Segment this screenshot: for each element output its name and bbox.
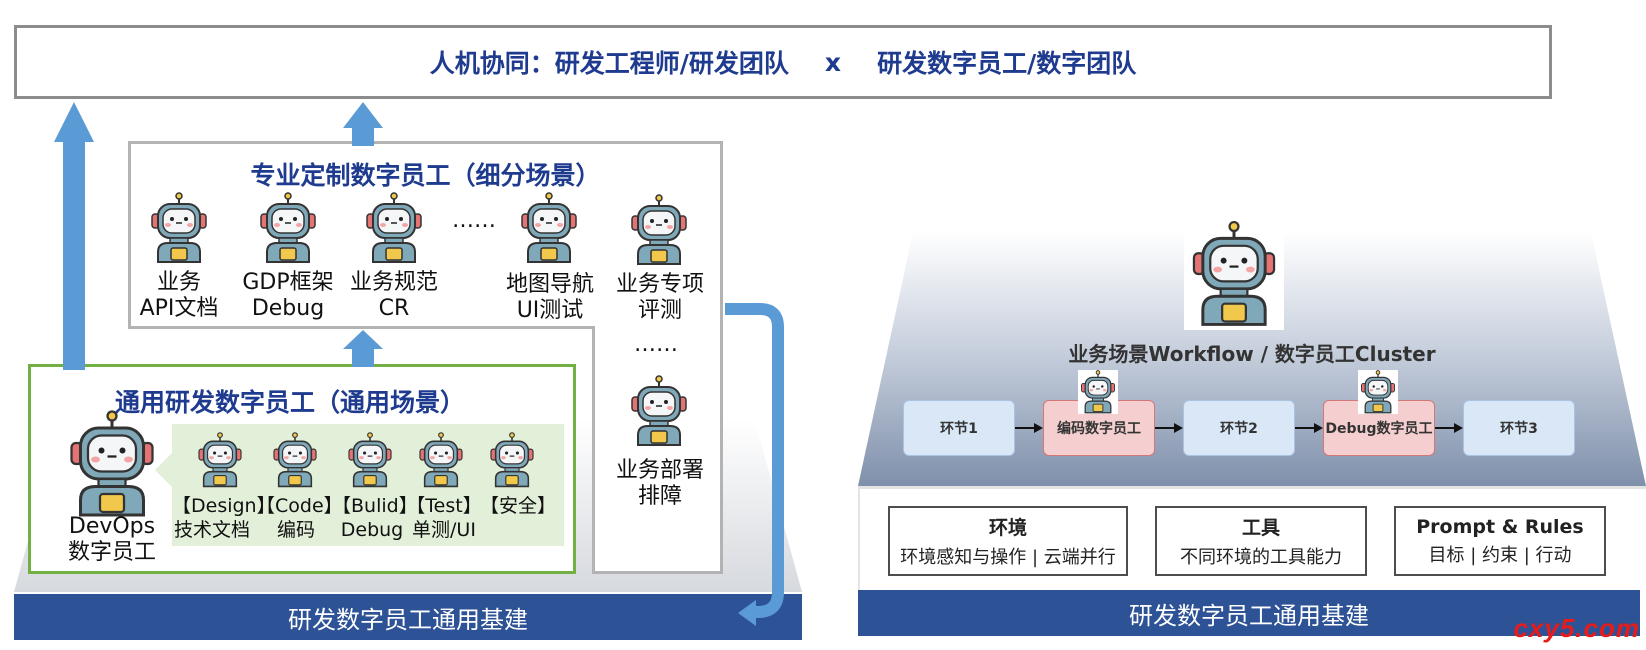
general-agent-line1: 【安全】	[479, 495, 556, 517]
general-agent-line1: 【Code】	[256, 495, 343, 517]
general-agent-label: 【Design】 技术文档	[172, 494, 276, 542]
capability-box: 环境 环境感知与操作 | 云端并行	[888, 506, 1128, 576]
spec-agent-line2: API文档	[139, 296, 219, 321]
spec-agent-line1: 业务部署	[615, 458, 704, 483]
capability-sub: 环境感知与操作 | 云端并行	[900, 547, 1116, 568]
spec-agent-line2: Debug	[251, 296, 325, 321]
stage-box: 环节3	[1463, 400, 1575, 456]
spec-agent-line1: 业务规范	[349, 270, 438, 295]
general-agent-line2: Debug	[340, 519, 404, 541]
general-agent-label: 【Test】 单测/UI	[404, 494, 484, 542]
capability-title: 工具	[1241, 517, 1280, 539]
up-arrow-icon	[54, 102, 94, 370]
general-agent-label: 【安全】	[478, 494, 558, 518]
spec-agent-line2: CR	[378, 296, 410, 321]
general-title: 通用研发数字员工（通用场景）	[114, 388, 465, 417]
spec-agent-line1: 业务专项	[615, 272, 704, 297]
spec-agent-label: 业务规范 CR	[344, 270, 444, 322]
specialized-title: 专业定制数字员工（细分场景）	[250, 161, 601, 190]
right-arrow-icon	[1435, 423, 1463, 433]
spec-agent-line1: 地图导航	[505, 272, 594, 297]
spec-agent-line2: 排障	[637, 484, 682, 509]
spec-agent-label: 业务专项 评测	[608, 272, 712, 324]
general-agent-line2: 技术文档	[173, 519, 250, 541]
devops-line1: DevOps	[68, 514, 156, 539]
general-agent-line2: 编码	[276, 519, 315, 541]
up-arrow-icon	[343, 330, 383, 367]
right-arrow-icon	[1015, 423, 1043, 433]
specialized-box	[128, 141, 723, 329]
capability-box: 工具 不同环境的工具能力	[1155, 506, 1367, 576]
general-agent-line1: 【Bulid】	[332, 495, 418, 517]
banner-right-text: 研发数字员工/数字团队	[877, 49, 1137, 78]
curved-arrow-icon	[725, 303, 784, 626]
devops-label: DevOps 数字员工	[56, 514, 168, 566]
spec-agent-line2: 评测	[637, 298, 682, 323]
general-agent-line1: 【Test】	[406, 495, 482, 517]
stage-box: 环节2	[1183, 400, 1295, 456]
general-agent-label: 【Bulid】 Debug	[332, 494, 418, 542]
up-arrow-icon	[343, 102, 383, 146]
cluster-label: 业务场景Workflow / 数字员工Cluster	[1068, 342, 1436, 366]
ellipsis-horizontal: ……	[452, 208, 496, 233]
capability-sub: 不同环境的工具能力	[1180, 547, 1342, 568]
spec-agent-label: GDP框架 Debug	[236, 270, 340, 322]
top-banner: 人机协同：研发工程师/研发团队 x 研发数字员工/数字团队	[14, 25, 1552, 99]
general-agent-line1: 【Design】	[172, 495, 276, 517]
spec-agent-label: 业务 API文档	[130, 270, 228, 322]
banner-cross: x	[824, 47, 842, 77]
spec-agent-line1: 业务	[156, 270, 201, 295]
right-base-bar: 研发数字员工通用基建	[858, 590, 1640, 636]
right-arrow-icon	[1295, 423, 1323, 433]
capability-title: Prompt & Rules	[1416, 515, 1584, 538]
ellipsis-vertical: ……	[634, 332, 678, 357]
spec-agent-line1: GDP框架	[242, 270, 334, 295]
watermark: cxy5.com	[1513, 613, 1640, 643]
banner-left-text: 人机协同：研发工程师/研发团队	[429, 49, 789, 78]
specialized-box-tail	[592, 326, 723, 574]
general-agent-line2: 单测/UI	[412, 519, 476, 541]
spec-agent-label: 地图导航 UI测试	[498, 272, 602, 324]
general-agent-label: 【Code】 编码	[256, 494, 343, 542]
capability-sub: 目标 | 约束 | 行动	[1428, 544, 1572, 566]
stage-box: 环节1	[903, 400, 1015, 456]
right-arrow-icon	[1155, 423, 1183, 433]
left-base-bar: 研发数字员工通用基建	[14, 594, 802, 640]
spec-agent-label: 业务部署 排障	[608, 458, 712, 510]
stage-box: Debug数字员工	[1323, 400, 1435, 456]
devops-line2: 数字员工	[67, 540, 156, 565]
capability-box: Prompt & Rules 目标 | 约束 | 行动	[1394, 506, 1606, 576]
capability-title: 环境	[988, 517, 1027, 539]
spec-agent-line2: UI测试	[516, 298, 584, 323]
